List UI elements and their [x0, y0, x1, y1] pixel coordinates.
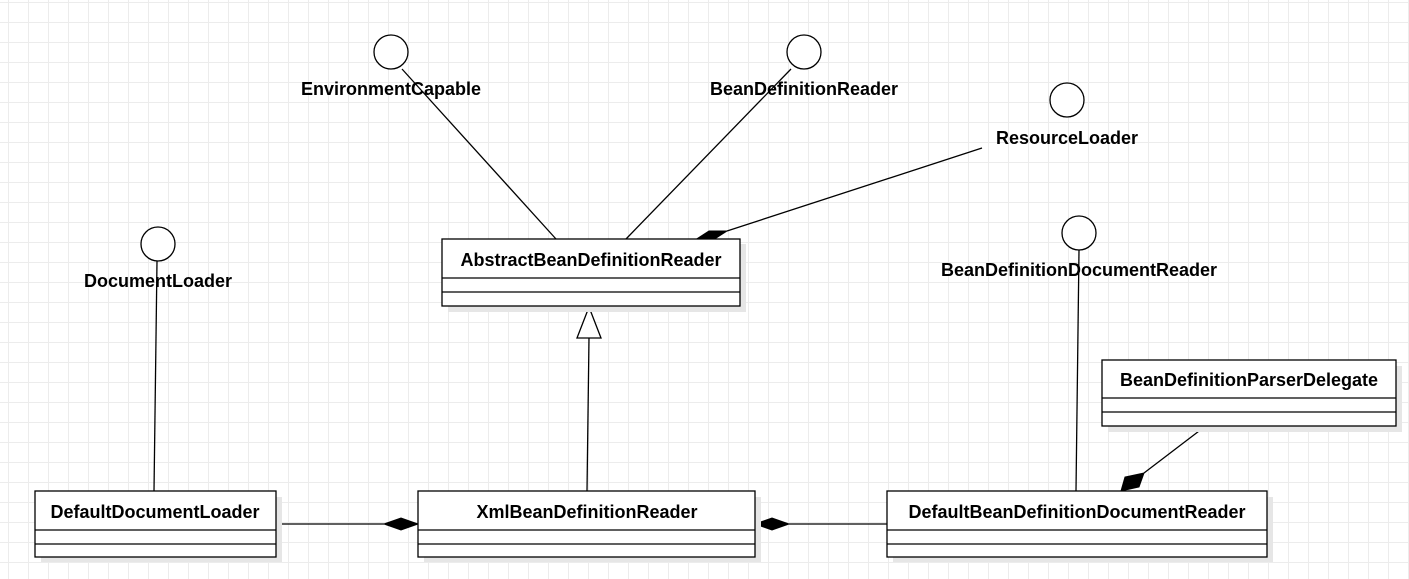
composition-diamond-documentreader: [753, 517, 791, 531]
class-box: [1101, 359, 1397, 427]
class-name: BeanDefinitionParserDelegate: [1120, 370, 1378, 390]
class-abstractbeandefinitionreader[interactable]: AbstractBeanDefinitionReader: [441, 238, 746, 312]
class-beandefinitionparserdelegate[interactable]: BeanDefinitionParserDelegate: [1101, 359, 1402, 432]
interface-label: EnvironmentCapable: [301, 79, 481, 99]
class-box: [417, 490, 756, 558]
class-defaultdocumentloader[interactable]: DefaultDocumentLoader: [34, 490, 282, 562]
class-xmlbeandefinitionreader[interactable]: XmlBeanDefinitionReader: [417, 490, 761, 562]
edge-beandefinitiondocumentreader-realization: [1075, 249, 1080, 492]
interface-label: ResourceLoader: [996, 128, 1138, 148]
class-box: [441, 238, 741, 307]
interface-resourceloader[interactable]: ResourceLoader: [996, 82, 1138, 148]
interface-circle-icon: [373, 34, 409, 70]
edge-environmentcapable-realization: [401, 68, 557, 240]
composition-diamond-parserdelegate: [1120, 472, 1145, 492]
class-name: AbstractBeanDefinitionReader: [460, 250, 721, 270]
edge-resourceloader-composition: [726, 147, 983, 232]
edge-beandefinitionreader-realization: [625, 68, 792, 240]
interface-beandefinitiondocumentreader[interactable]: BeanDefinitionDocumentReader: [941, 215, 1217, 280]
class-name: DefaultDocumentLoader: [50, 502, 259, 522]
interface-environmentcapable[interactable]: EnvironmentCapable: [301, 34, 481, 99]
interface-documentloader[interactable]: DocumentLoader: [84, 226, 232, 291]
class-defaultbeandefinitiondocumentreader[interactable]: DefaultBeanDefinitionDocumentReader: [886, 490, 1273, 562]
interface-circle-icon: [786, 34, 822, 70]
class-box: [886, 490, 1268, 558]
edge-parserdelegate-composition: [1143, 427, 1204, 474]
interface-label: DocumentLoader: [84, 271, 232, 291]
interface-circle-icon: [140, 226, 176, 262]
class-name: XmlBeanDefinitionReader: [476, 502, 697, 522]
interface-circle-icon: [1061, 215, 1097, 251]
composition-diamond-documentloader: [382, 517, 420, 531]
edge-documentloader-realization: [153, 260, 158, 492]
interface-circle-icon: [1049, 82, 1085, 118]
edge-generalization: [586, 337, 590, 492]
class-box: [34, 490, 277, 558]
generalization-arrowhead: [576, 305, 602, 339]
interface-label: BeanDefinitionDocumentReader: [941, 260, 1217, 280]
interface-label: BeanDefinitionReader: [710, 79, 898, 99]
class-name: DefaultBeanDefinitionDocumentReader: [908, 502, 1245, 522]
interface-beandefinitionreader[interactable]: BeanDefinitionReader: [710, 34, 898, 99]
